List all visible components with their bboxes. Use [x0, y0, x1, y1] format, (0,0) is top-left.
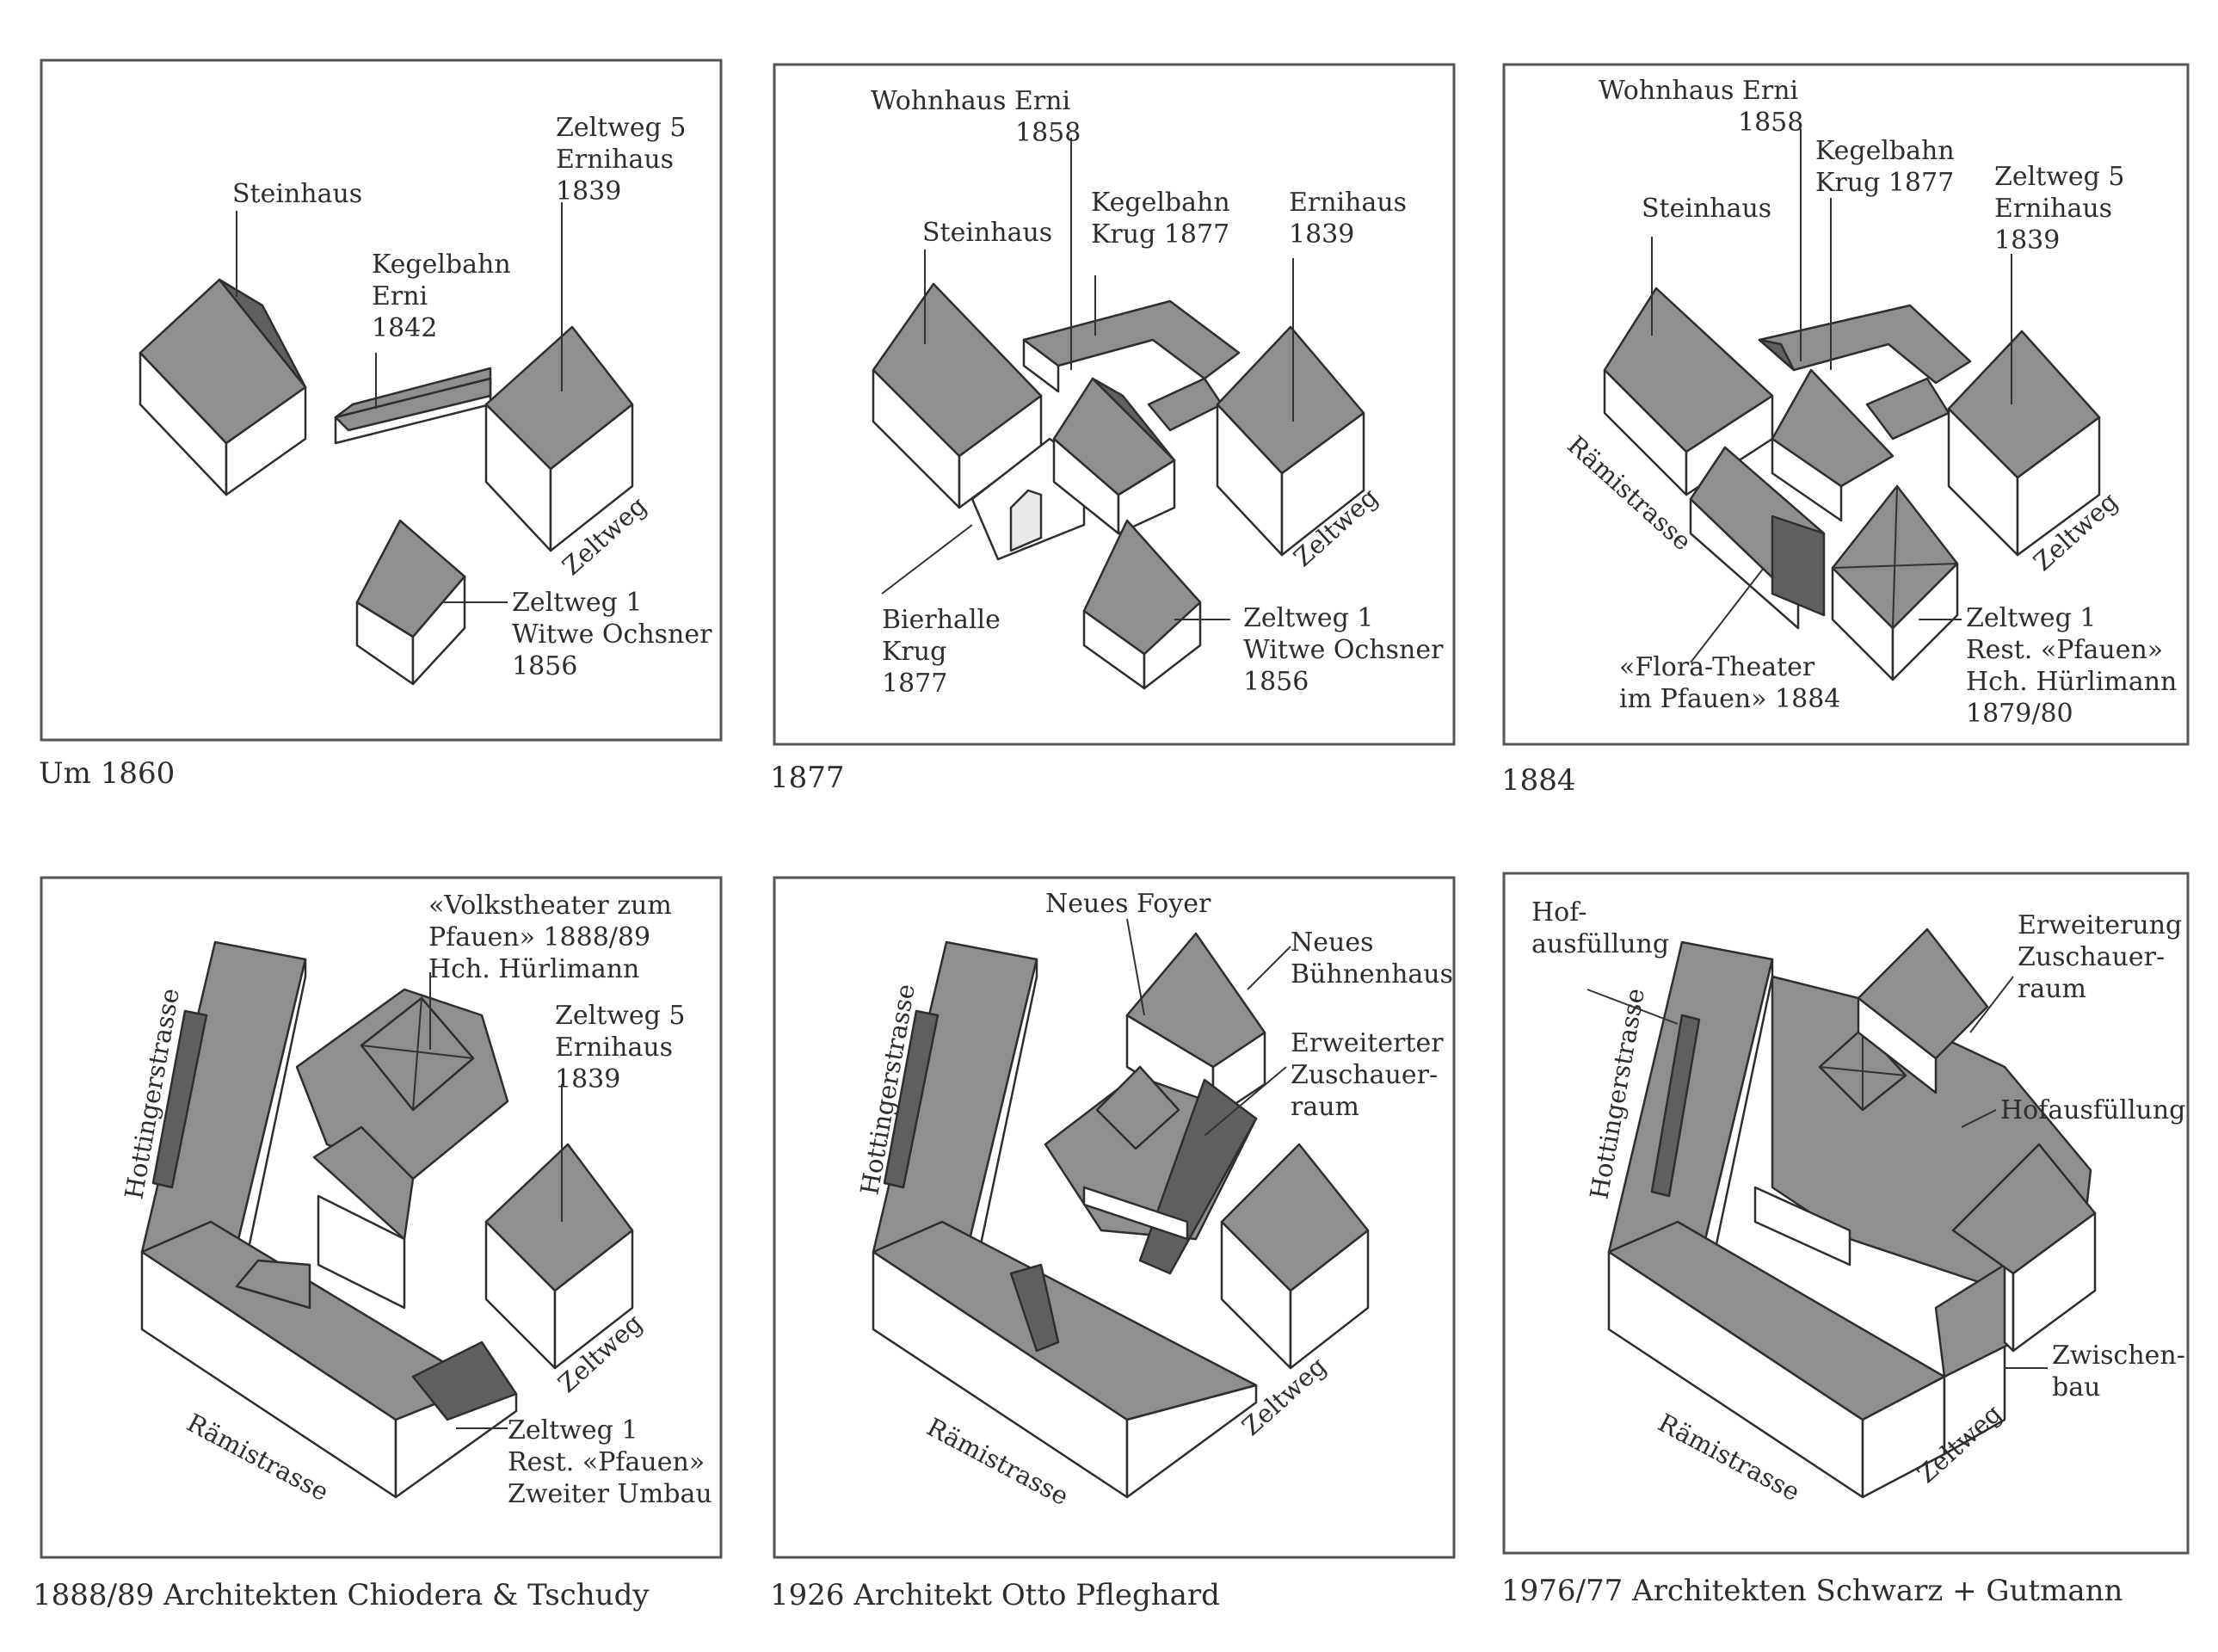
building-theatre — [295, 988, 509, 1310]
label-steinhaus: Steinhaus — [922, 218, 1052, 248]
building-erweiterung — [1857, 928, 1989, 1094]
building-front-wing — [140, 1220, 518, 1499]
label-zwischenbau: Zwischen-bau — [2052, 1341, 2185, 1402]
label-hof2: Hofausfüllung — [2000, 1095, 2185, 1125]
caption: 1976/77 Architekten Schwarz + Gutmann — [1501, 1574, 2123, 1608]
building-steinhaus — [872, 282, 1043, 509]
label-steinhaus: Steinhaus — [232, 179, 362, 209]
building-zeltweg5 — [484, 1143, 634, 1370]
building-flora-theater — [1689, 446, 1826, 630]
building-zeltweg5 — [1947, 330, 2101, 557]
building-zeltweg1 — [1082, 519, 1202, 690]
caption: Um 1860 — [39, 756, 175, 791]
label-steinhaus: Steinhaus — [1642, 194, 1771, 224]
caption: 1877 — [770, 761, 845, 795]
panel-frame — [40, 876, 723, 1559]
caption: 1884 — [1501, 763, 1576, 798]
building-zuschauerraum — [1044, 1065, 1258, 1275]
building-krug-center — [1052, 377, 1223, 535]
building-kegelbahn — [334, 367, 492, 445]
panel-frame — [773, 876, 1456, 1559]
building-pfauen — [1831, 484, 1959, 681]
caption: 1926 Architekt Otto Pfleghard — [770, 1578, 1220, 1612]
building-krug-center — [1771, 368, 1950, 522]
building-front-wing — [872, 1220, 1258, 1499]
building-buehnenhaus — [1125, 932, 1266, 1120]
building-kegelbahn — [1758, 304, 1972, 385]
building-zeltweg5 — [1951, 1143, 2097, 1353]
label-hof1: Hof-ausfüllung — [1531, 897, 1669, 959]
panel-frame — [40, 59, 723, 742]
building-steinhaus — [139, 278, 307, 496]
building-hottinger-wing — [140, 940, 307, 1267]
building-steinhaus — [1603, 287, 1774, 496]
panel-frame — [1502, 872, 2190, 1555]
panel-frame — [773, 63, 1456, 746]
label-foyer: Neues Foyer — [1045, 889, 1211, 919]
building-kegelbahn — [1022, 299, 1241, 393]
building-zeltweg1 — [355, 519, 466, 686]
panel-frame — [1502, 63, 2190, 746]
building-front-wing — [1607, 1220, 1946, 1499]
building-zeltweg5 — [1220, 1143, 1370, 1370]
caption: 1888/89 Architekten Chiodera & Tschudy — [33, 1578, 650, 1612]
building-zeltweg5 — [484, 325, 634, 552]
building-ernihaus — [1216, 325, 1365, 557]
